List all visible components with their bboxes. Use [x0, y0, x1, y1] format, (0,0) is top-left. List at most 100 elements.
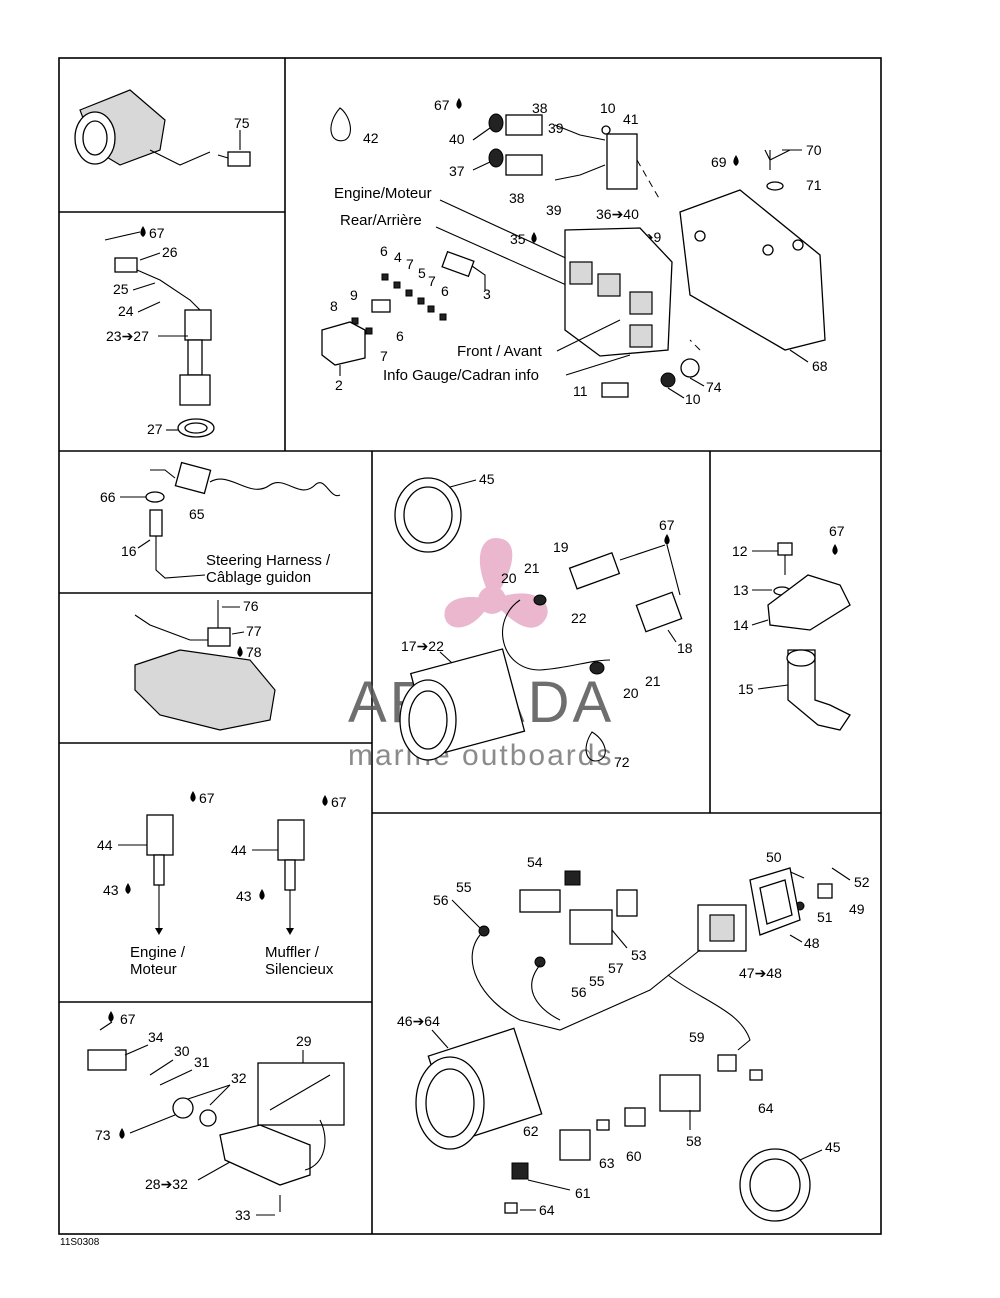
callout-67e: 67 — [199, 790, 215, 806]
callout-54: 54 — [527, 854, 543, 870]
callout-12: 12 — [732, 543, 748, 559]
callout-32: 32 — [231, 1070, 247, 1086]
callout-6b: 6 — [441, 283, 449, 299]
callout-44a: 44 — [97, 837, 113, 853]
callout-10a: 10 — [600, 100, 616, 116]
callout-42: 42 — [363, 130, 379, 146]
callout-45b: 45 — [825, 1139, 841, 1155]
callout-2: 2 — [335, 377, 343, 393]
callout-37: 37 — [449, 163, 465, 179]
callout-55b: 55 — [589, 973, 605, 989]
panel-switch: 67 34 30 31 29 32 73 28➔32 33 — [87, 1011, 345, 1223]
callout-60: 60 — [626, 1148, 642, 1164]
callout-69: 69 — [711, 154, 727, 170]
callout-67d: 67 — [829, 523, 845, 539]
callout-38b: 38 — [509, 190, 525, 206]
callout-20b: 20 — [623, 685, 639, 701]
callout-4: 4 — [394, 249, 402, 265]
caption-muffler-b: Silencieux — [265, 961, 334, 978]
callout-47: 47➔48 — [739, 965, 782, 981]
callout-62: 62 — [523, 1123, 539, 1139]
callout-21a: 21 — [524, 560, 540, 576]
callout-43a: 43 — [103, 882, 119, 898]
callout-5: 5 — [418, 265, 426, 281]
drawing-reference: 11S0308 — [60, 1237, 100, 1248]
callout-67g: 67 — [120, 1011, 136, 1027]
callout-43b: 43 — [236, 888, 252, 904]
callout-44b: 44 — [231, 842, 247, 858]
callout-7b: 7 — [428, 273, 436, 289]
callout-17: 17➔22 — [401, 638, 444, 654]
panel-knock-sensor: 76 77 78 — [134, 598, 276, 731]
callout-55a: 55 — [456, 879, 472, 895]
callout-72: 72 — [614, 754, 630, 770]
callout-39a: 39 — [548, 120, 564, 136]
callout-13: 13 — [733, 582, 749, 598]
caption-engine-2a: Engine / — [130, 944, 186, 961]
callout-67c: 67 — [659, 517, 675, 533]
panel-temp-sensor: 75 — [74, 89, 251, 167]
caption-steering-2: Câblage guidon — [206, 569, 311, 586]
callout-20a: 20 — [501, 570, 517, 586]
caption-info-gauge: Info Gauge/Cadran info — [383, 367, 539, 384]
callout-70: 70 — [806, 142, 822, 158]
panel-frames — [58, 57, 882, 1235]
callout-29: 29 — [296, 1033, 312, 1049]
callout-64a: 64 — [758, 1100, 774, 1116]
callout-57: 57 — [608, 960, 624, 976]
caption-muffler-a: Muffler / — [265, 944, 320, 961]
callout-25: 25 — [113, 281, 129, 297]
panel-steering-harness: 66 65 16 Steering Harness / Câblage guid… — [100, 461, 341, 586]
callout-56a: 56 — [433, 892, 449, 908]
callout-7a: 7 — [406, 256, 414, 272]
callout-6c: 6 — [396, 328, 404, 344]
callout-64b: 64 — [539, 1202, 555, 1218]
callout-30: 30 — [174, 1043, 190, 1059]
panel-gauge-analog: 45 19 67 21 20 22 18 21 20 17➔22 72 — [394, 471, 693, 770]
panel-bracket: 12 67 13 14 15 — [732, 523, 851, 731]
callout-16: 16 — [121, 543, 137, 559]
panel-water-sensor: 67 26 25 24 23➔27 27 — [104, 225, 215, 438]
callout-23: 23➔27 — [106, 328, 149, 344]
callout-9: 9 — [350, 287, 358, 303]
callout-50: 50 — [766, 849, 782, 865]
callout-34: 34 — [148, 1029, 164, 1045]
callout-75: 75 — [234, 115, 250, 131]
callout-63: 63 — [599, 1155, 615, 1171]
callout-28: 28➔32 — [145, 1176, 188, 1192]
watermark-tagline: marine outboards — [348, 739, 613, 772]
callout-18: 18 — [677, 640, 693, 656]
callout-11: 11 — [573, 383, 588, 399]
callout-52: 52 — [854, 874, 870, 890]
callout-66: 66 — [100, 489, 116, 505]
callout-59: 59 — [689, 1029, 705, 1045]
callout-39b: 39 — [546, 202, 562, 218]
callout-41: 41 — [623, 111, 639, 127]
callout-68: 68 — [812, 358, 828, 374]
callout-53: 53 — [631, 947, 647, 963]
callout-67a: 67 — [149, 225, 165, 241]
caption-rear: Rear/Arrière — [340, 212, 422, 229]
callout-21b: 21 — [645, 673, 661, 689]
callout-33: 33 — [235, 1207, 251, 1223]
callout-51: 51 — [817, 909, 833, 925]
callout-40a: 40 — [449, 131, 465, 147]
callout-26: 26 — [162, 244, 178, 260]
caption-engine-2b: Moteur — [130, 961, 177, 978]
callout-48: 48 — [804, 935, 820, 951]
callout-24: 24 — [118, 303, 134, 319]
callout-27: 27 — [147, 421, 163, 437]
callout-7c: 7 — [380, 348, 388, 364]
caption-engine: Engine/Moteur — [334, 185, 432, 202]
callout-31: 31 — [194, 1054, 210, 1070]
callout-67f: 67 — [331, 794, 347, 810]
callout-46: 46➔64 — [397, 1013, 440, 1029]
callout-45a: 45 — [479, 471, 495, 487]
callout-10b: 10 — [685, 391, 701, 407]
callout-78: 78 — [246, 644, 262, 660]
callout-56b: 56 — [571, 984, 587, 1000]
callout-19: 19 — [553, 539, 569, 555]
callout-61: 61 — [575, 1185, 591, 1201]
callout-6a: 6 — [380, 243, 388, 259]
callout-22a: 22 — [571, 610, 587, 626]
